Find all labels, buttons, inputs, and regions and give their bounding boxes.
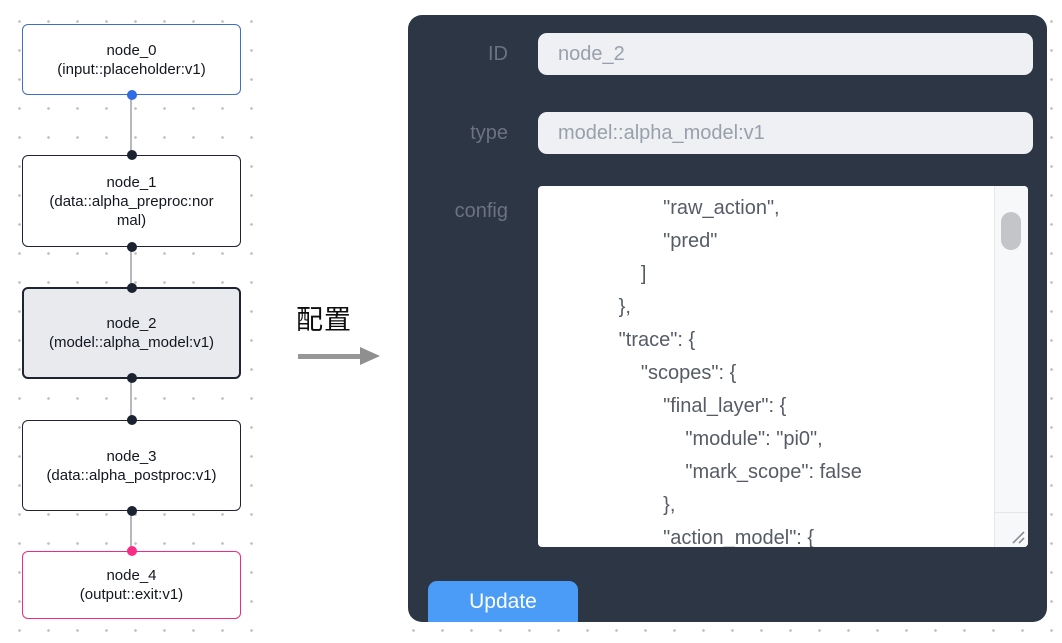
config-textarea[interactable]: "raw_action", "pred" ] }, "trace": { "sc… bbox=[538, 186, 1028, 547]
node-2-selected[interactable]: node_2 (model::alpha_model:v1) bbox=[22, 283, 241, 383]
node-4-type: (output::exit:v1) bbox=[79, 586, 184, 603]
connection-handle-icon[interactable] bbox=[126, 150, 137, 160]
id-field-label: ID bbox=[488, 43, 508, 65]
edge-node0-node1 bbox=[130, 95, 132, 155]
inspector-region: ID type config "raw_action", "pred" ] }, bbox=[390, 0, 1062, 643]
flow-canvas[interactable]: node_0 (input::placeholder:v1) node_1 (d… bbox=[0, 0, 270, 643]
connection-handle-icon[interactable] bbox=[126, 506, 137, 516]
node-1[interactable]: node_1 (data::alpha_preproc:normal) bbox=[22, 150, 241, 252]
node-3-type: (data::alpha_postproc:v1) bbox=[46, 466, 217, 484]
transition-label: 配置 bbox=[296, 305, 352, 335]
scrollbar-track[interactable] bbox=[994, 186, 1028, 547]
node-0[interactable]: node_0 (input::placeholder:v1) bbox=[22, 24, 241, 100]
transition-annotation: 配置 bbox=[290, 298, 390, 365]
connection-handle-icon[interactable] bbox=[126, 283, 137, 293]
config-field-label: config bbox=[454, 200, 508, 222]
type-field-label: type bbox=[470, 122, 508, 144]
node-3-id: node_3 bbox=[106, 447, 157, 465]
update-button[interactable]: Update bbox=[428, 581, 578, 622]
node-0-type: (input::placeholder:v1) bbox=[57, 60, 206, 78]
node-2-id: node_2 bbox=[106, 315, 157, 332]
resize-grip-icon[interactable] bbox=[1009, 528, 1025, 544]
edge-node3-node4 bbox=[130, 511, 132, 551]
type-input[interactable] bbox=[538, 112, 1033, 154]
node-2-type: (model::alpha_model:v1) bbox=[48, 334, 215, 351]
connection-handle-icon[interactable] bbox=[126, 415, 137, 425]
connection-handle-icon[interactable] bbox=[126, 90, 137, 100]
config-json-text[interactable]: "raw_action", "pred" ] }, "trace": { "sc… bbox=[618, 197, 862, 547]
node-3[interactable]: node_3 (data::alpha_postproc:v1) bbox=[22, 415, 241, 516]
node-4-id: node_4 bbox=[106, 567, 157, 584]
right-arrow-icon bbox=[290, 347, 390, 365]
node-0-id: node_0 bbox=[106, 41, 157, 59]
node-4[interactable]: node_4 (output::exit:v1) bbox=[22, 546, 241, 619]
edge-node1-node2 bbox=[130, 247, 132, 287]
scrollbar-thumb[interactable] bbox=[1001, 212, 1021, 250]
node-1-id: node_1 bbox=[106, 173, 157, 191]
connection-handle-icon[interactable] bbox=[126, 242, 137, 252]
node-1-type: (data::alpha_preproc:normal) bbox=[49, 192, 214, 229]
id-input[interactable] bbox=[538, 33, 1033, 75]
connection-handle-icon[interactable] bbox=[126, 373, 137, 383]
connection-handle-icon[interactable] bbox=[126, 546, 137, 556]
edge-node2-node3 bbox=[130, 379, 132, 420]
node-config-panel: ID type config "raw_action", "pred" ] }, bbox=[408, 15, 1047, 622]
